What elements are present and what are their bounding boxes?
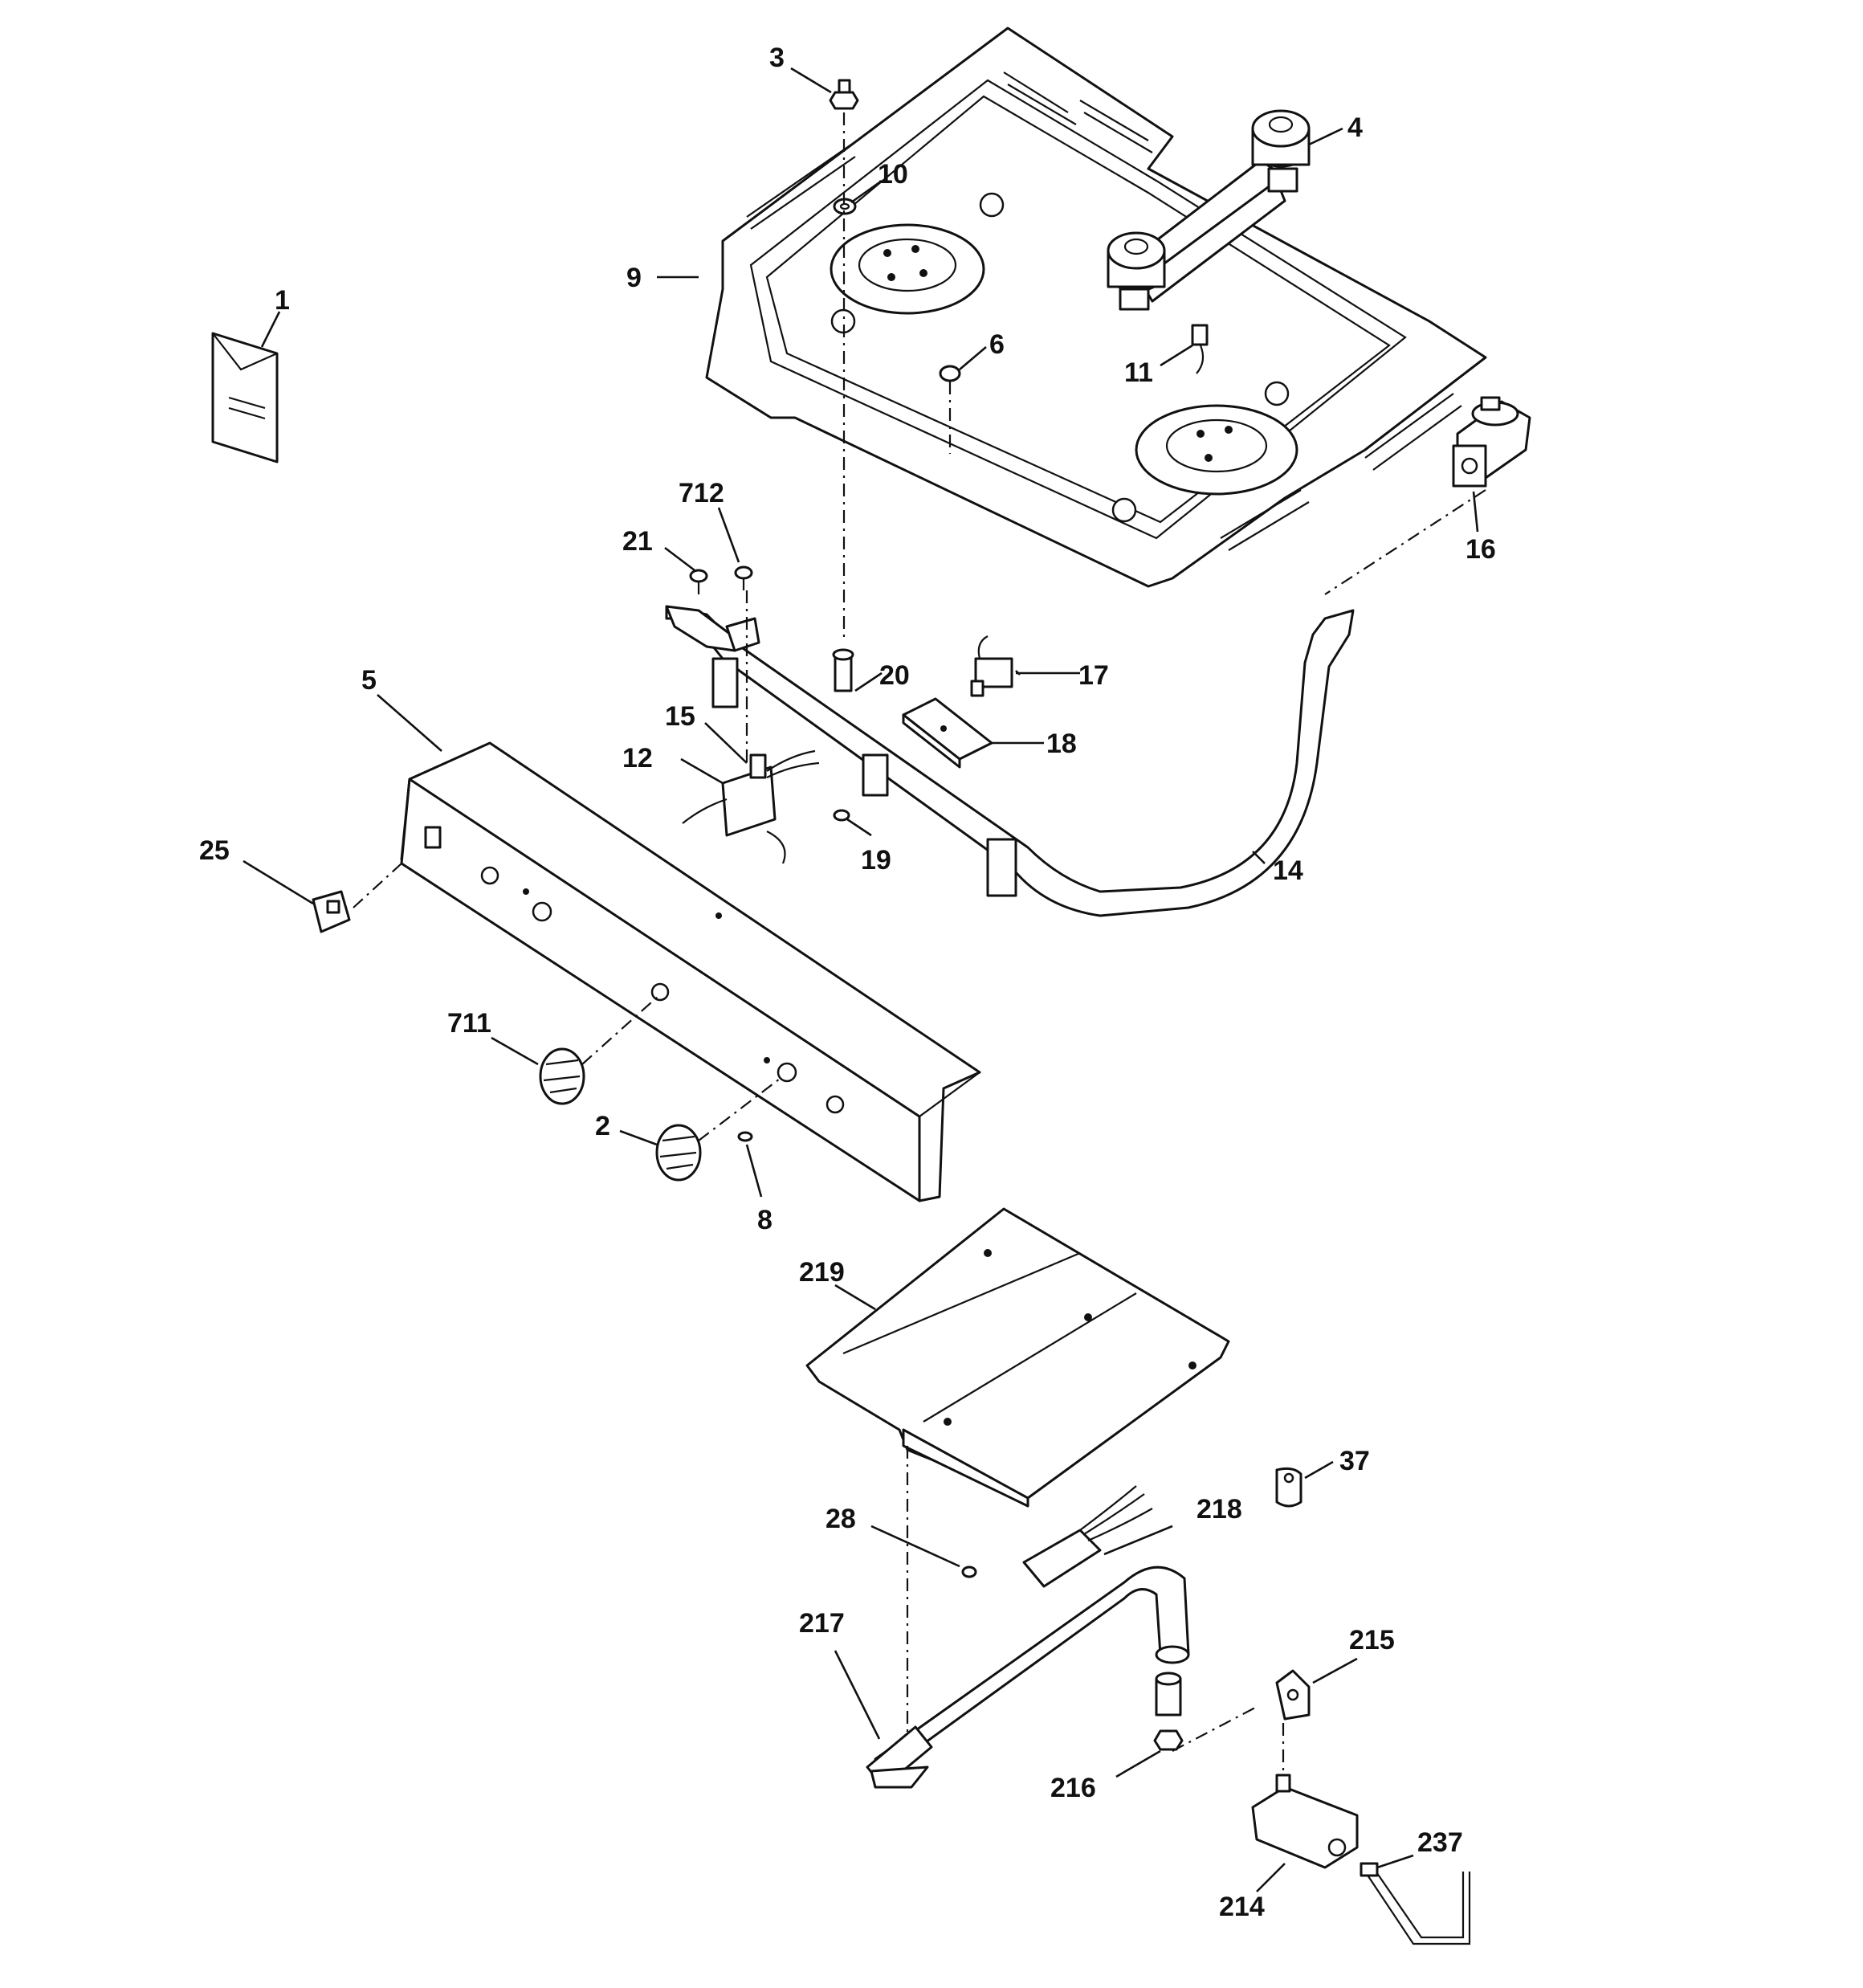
oven-burner-tube <box>866 1565 1190 1789</box>
callout-37: 37 <box>1339 1446 1370 1476</box>
control-knob-2 <box>655 1124 702 1182</box>
callout-19: 19 <box>861 845 891 876</box>
valve-switch <box>682 749 820 864</box>
screw-21 <box>689 569 708 594</box>
callout-711: 711 <box>447 1008 491 1039</box>
callout-15: 15 <box>665 701 695 732</box>
orifice-216 <box>1153 1672 1184 1751</box>
callout-20: 20 <box>879 660 910 691</box>
callout-5: 5 <box>361 665 377 696</box>
spark-switch <box>970 635 1013 697</box>
bottom-shield-plate <box>805 1207 1230 1508</box>
control-knob-711 <box>539 1047 585 1105</box>
control-panel <box>400 741 981 1202</box>
callout-28: 28 <box>826 1504 856 1534</box>
indicator-light <box>312 890 351 933</box>
bracket-215 <box>1275 1669 1311 1721</box>
callout-9: 9 <box>626 263 642 293</box>
callout-8: 8 <box>757 1205 773 1235</box>
callout-10: 10 <box>878 159 908 190</box>
callout-12: 12 <box>622 743 653 774</box>
callout-214: 214 <box>1219 1892 1265 1922</box>
callout-237: 237 <box>1417 1827 1463 1858</box>
callout-218: 218 <box>1196 1494 1242 1525</box>
callout-18: 18 <box>1046 729 1077 759</box>
callout-14: 14 <box>1273 855 1303 886</box>
callout-labels: 1 3 4 10 9 6 11 16 712 21 5 20 17 15 18 … <box>199 43 1496 1922</box>
safety-valve <box>1251 1774 1359 1869</box>
burner-box-pan <box>705 27 1487 588</box>
callout-25: 25 <box>199 835 230 866</box>
callout-4: 4 <box>1347 112 1363 143</box>
gas-manifold <box>665 605 1355 917</box>
callout-215: 215 <box>1349 1625 1395 1655</box>
alignment-lines <box>353 112 1486 1775</box>
callout-217: 217 <box>799 1608 845 1639</box>
callout-16: 16 <box>1466 534 1496 565</box>
callout-2: 2 <box>595 1111 610 1141</box>
gas-tube-237 <box>1360 1862 1471 1945</box>
screw-19 <box>833 809 850 822</box>
callout-3: 3 <box>769 43 785 73</box>
screw-712 <box>734 565 753 590</box>
callout-6: 6 <box>989 329 1005 360</box>
callout-1: 1 <box>275 285 290 316</box>
igniter-electrode <box>1191 324 1209 374</box>
pressure-regulator <box>1452 396 1531 488</box>
callout-11: 11 <box>1124 357 1153 388</box>
igniter-module <box>1022 1485 1153 1588</box>
callout-17: 17 <box>1078 660 1109 691</box>
mounting-bracket-18 <box>902 697 993 769</box>
callout-712: 712 <box>679 478 724 508</box>
manual-envelope <box>211 332 279 463</box>
callout-216: 216 <box>1050 1773 1096 1803</box>
burner-assembly <box>1107 109 1311 311</box>
leader-lines <box>243 67 1479 1892</box>
callout-21: 21 <box>622 526 653 557</box>
screw-6 <box>939 365 961 382</box>
screw-3 <box>829 79 859 110</box>
clip-37 <box>1275 1467 1302 1508</box>
orifice-spud <box>832 648 854 692</box>
screw-28 <box>961 1565 977 1578</box>
callout-219: 219 <box>799 1257 845 1288</box>
screw-8 <box>737 1131 753 1142</box>
